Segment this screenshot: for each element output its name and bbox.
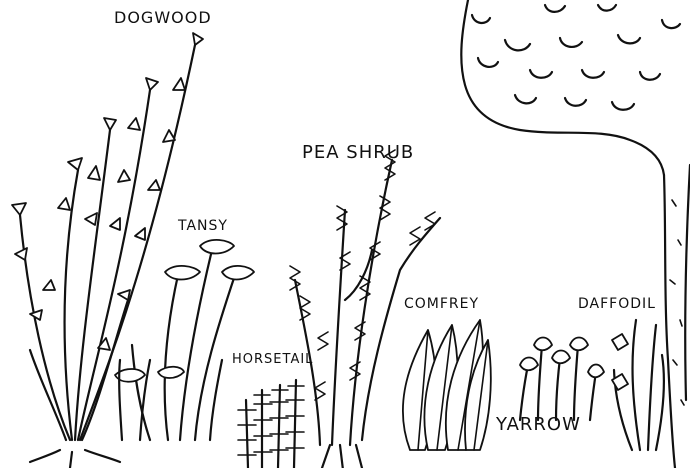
horsetail <box>238 380 304 468</box>
label-dogwood: DOGWOOD <box>114 8 212 27</box>
label-comfrey: COMFREY <box>404 296 479 312</box>
daffodil-blooms <box>612 334 628 390</box>
label-horsetail: HORSETAIL <box>232 352 313 367</box>
dogwood-leaves <box>12 33 203 350</box>
yarrow-flowers <box>520 338 604 378</box>
tansy <box>115 240 254 440</box>
tree-fruit-group <box>472 5 680 110</box>
tree-trunk-right <box>685 165 690 400</box>
label-daffodil: DAFFODIL <box>578 296 656 312</box>
tree-bark-texture <box>670 200 684 405</box>
dogwood <box>12 33 203 468</box>
label-pea-shrub: PEA SHRUB <box>302 142 414 163</box>
dogwood-stems <box>20 45 195 468</box>
label-yarrow: YARROW <box>496 414 581 435</box>
comfrey <box>403 320 491 450</box>
tree-trunk-left <box>664 175 675 468</box>
tree-canopy-outline <box>461 0 664 175</box>
yarrow <box>520 338 604 421</box>
daffodil <box>612 320 664 450</box>
label-tansy: TANSY <box>178 218 228 234</box>
